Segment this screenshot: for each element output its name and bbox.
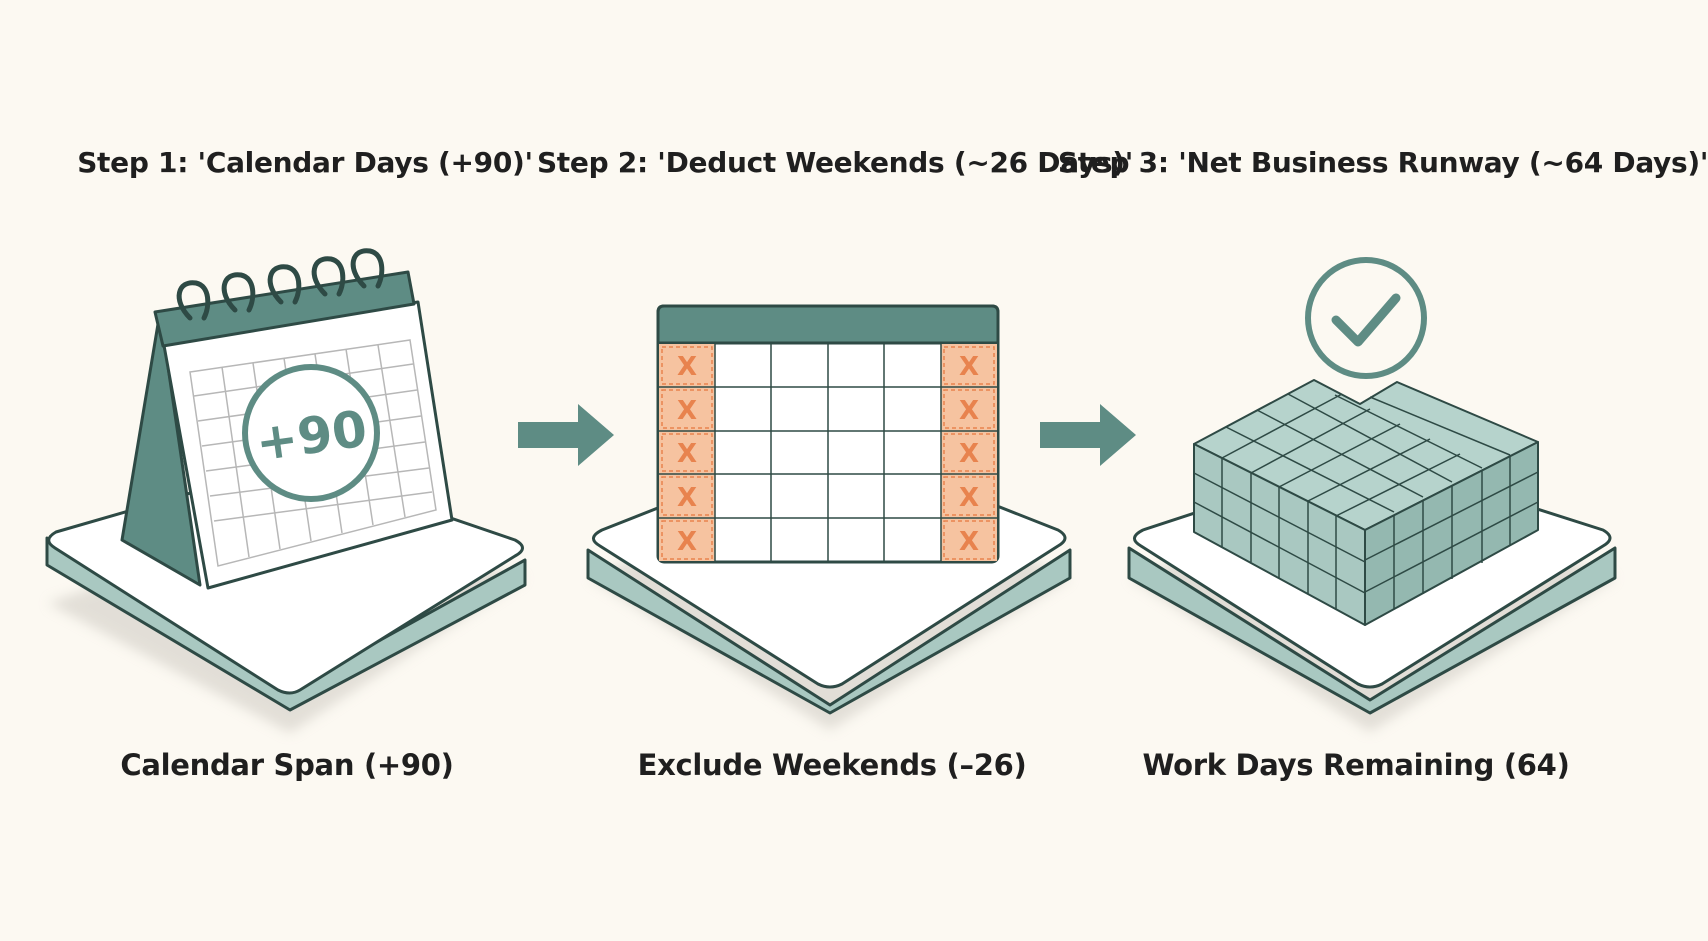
stacked-blocks-icon [1193,379,1539,626]
check-circle-icon [1305,257,1427,379]
weekend-mark: X [959,396,979,426]
weekend-mark: X [959,352,979,382]
step-2-caption: Exclude Weekends (–26) [637,748,1027,782]
weekend-mark: X [959,439,979,469]
step-2-title: Step 2: 'Deduct Weekends (~26 Days)' [536,146,1134,179]
weekend-grid-icon: X X X X X X X X X X [656,304,1000,564]
weekend-mark: X [677,352,697,382]
process-diagram: +90 [45,248,1617,733]
arrow-right-icon [518,404,614,466]
weekend-mark: X [677,439,697,469]
weekend-mark: X [677,483,697,513]
step-3-caption: Work Days Remaining (64) [1142,748,1570,782]
desk-calendar-icon: +90 [120,248,454,590]
step-1-caption: Calendar Span (+90) [120,748,454,782]
step-1-title: Step 1: 'Calendar Days (+90)' [77,146,533,179]
weekend-mark: X [677,396,697,426]
arrow-right-icon [1040,404,1136,466]
weekend-mark: X [959,483,979,513]
weekend-mark: X [959,527,979,557]
weekend-mark: X [677,527,697,557]
step-3-title: Step 3: 'Net Business Runway (~64 Days)' [1057,146,1708,179]
